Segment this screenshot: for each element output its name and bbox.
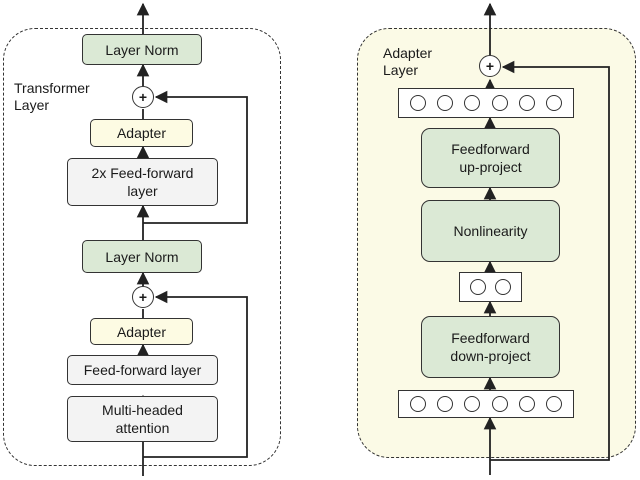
feed-forward-layer: Feed-forward layer [67, 355, 218, 385]
layer-norm-bottom: Layer Norm [82, 240, 202, 273]
neuron-unit [545, 396, 562, 412]
input-units [398, 390, 574, 418]
residual-add-bottom: + [132, 286, 154, 308]
adapter-top: Adapter [90, 119, 193, 147]
neuron-unit [464, 95, 481, 111]
adapter-bottom: Adapter [90, 318, 193, 345]
neuron-unit [495, 279, 512, 295]
feedforward-down-project: Feedforward down-project [421, 316, 560, 378]
feed-forward-2x-layer: 2x Feed-forward layer [67, 158, 218, 206]
neuron-unit [491, 396, 508, 412]
feedforward-up-project: Feedforward up-project [421, 128, 560, 188]
bottleneck-units [459, 272, 522, 302]
neuron-unit [469, 279, 486, 295]
neuron-unit [410, 95, 427, 111]
neuron-unit [437, 396, 454, 412]
neuron-unit [545, 95, 562, 111]
neuron-unit [518, 95, 535, 111]
neuron-unit [437, 95, 454, 111]
neuron-unit [491, 95, 508, 111]
output-units [398, 88, 574, 118]
adapter-residual-add: + [479, 55, 501, 77]
adapter-layer-label: Adapter Layer [383, 45, 433, 78]
transformer-layer-label: Transformer Layer [14, 80, 90, 113]
neuron-unit [410, 396, 427, 412]
nonlinearity: Nonlinearity [421, 200, 560, 262]
neuron-unit [518, 396, 535, 412]
residual-add-top: + [132, 86, 154, 108]
multi-headed-attention: Multi-headed attention [67, 396, 218, 442]
neuron-unit [464, 396, 481, 412]
layer-norm-top: Layer Norm [82, 34, 202, 65]
